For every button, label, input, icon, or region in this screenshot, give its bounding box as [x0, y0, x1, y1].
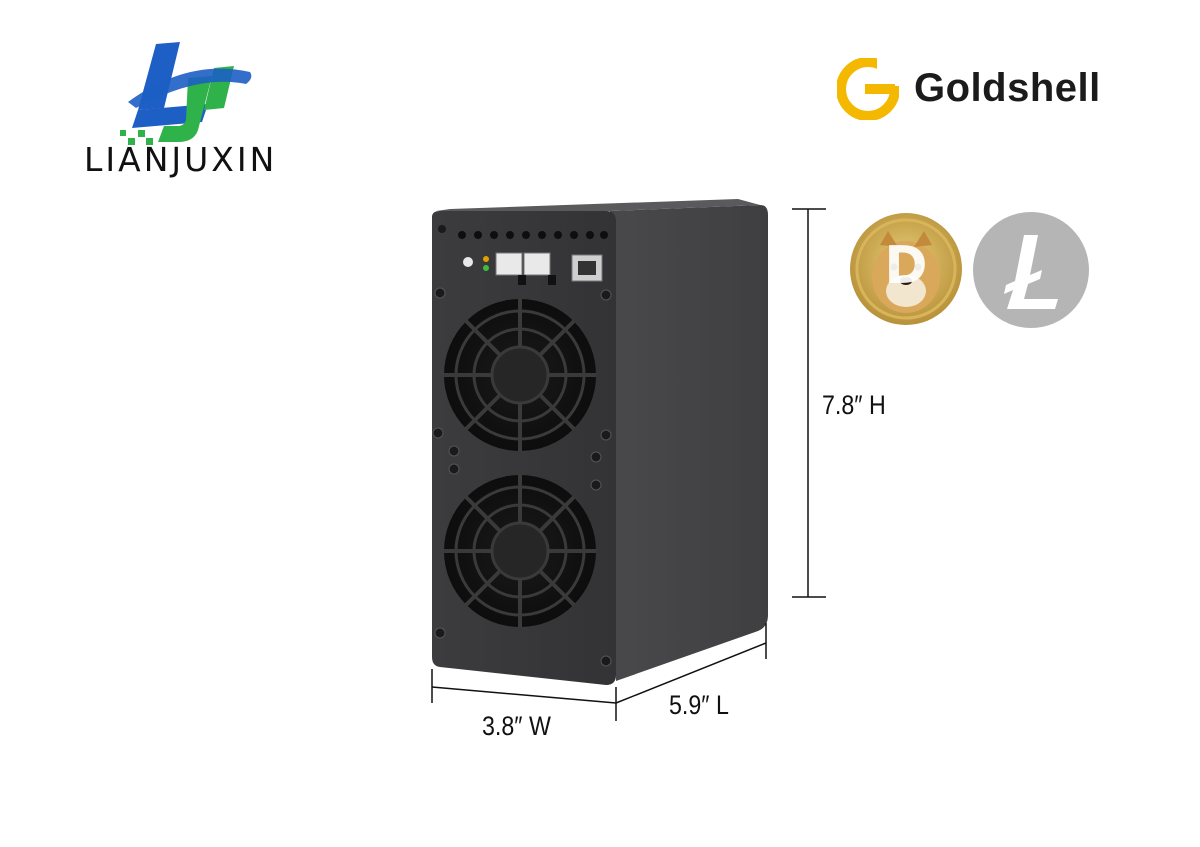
goldshell-logo-icon: [837, 58, 899, 120]
litecoin-icon: [973, 212, 1089, 328]
svg-text:D: D: [884, 236, 927, 296]
goldshell-brand-name: Goldshell: [914, 66, 1101, 110]
lianjuxin-logo-icon: [120, 42, 252, 145]
dogecoin-icon: D: [850, 213, 962, 325]
width-dimension-label: 3.8″ W: [482, 711, 551, 741]
height-dimension-label: 7.8″ H: [822, 390, 886, 420]
miner-device-illustration: [431, 199, 826, 721]
length-dimension-label: 5.9″ L: [669, 690, 729, 720]
lianjuxin-brand-name: LIANJUXIN: [84, 140, 278, 179]
